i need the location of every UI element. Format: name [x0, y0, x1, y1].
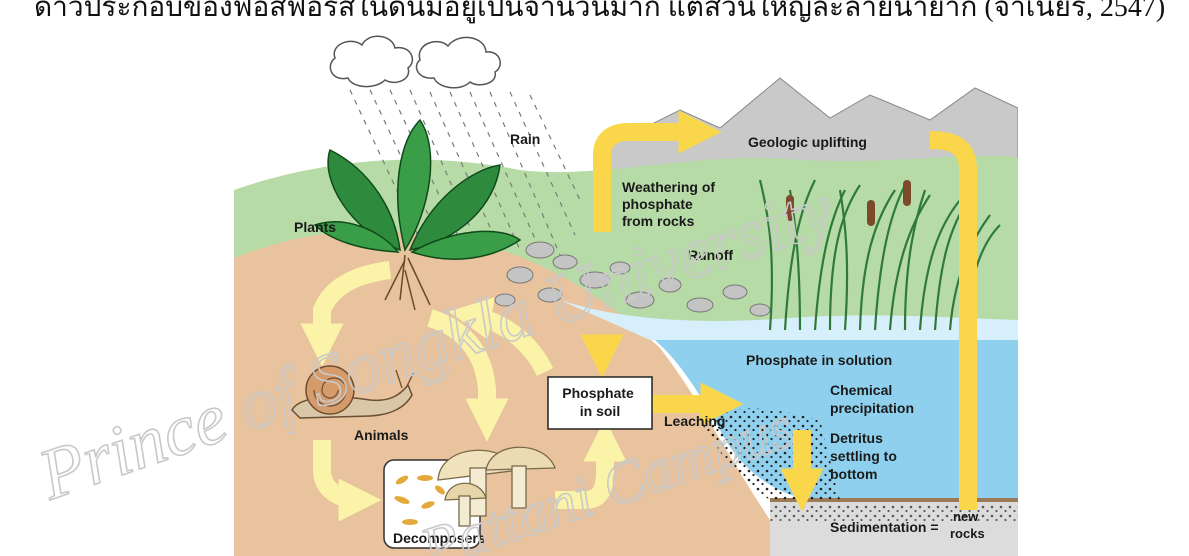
label-rain: Rain — [510, 131, 540, 147]
label-phosphate-in-solution: Phosphate in solution — [746, 352, 892, 368]
label-sedimentation: Sedimentation = — [830, 519, 939, 535]
label-animals: Animals — [354, 427, 409, 443]
label-geologic-uplifting: Geologic uplifting — [748, 134, 867, 150]
label-plants: Plants — [294, 219, 336, 235]
